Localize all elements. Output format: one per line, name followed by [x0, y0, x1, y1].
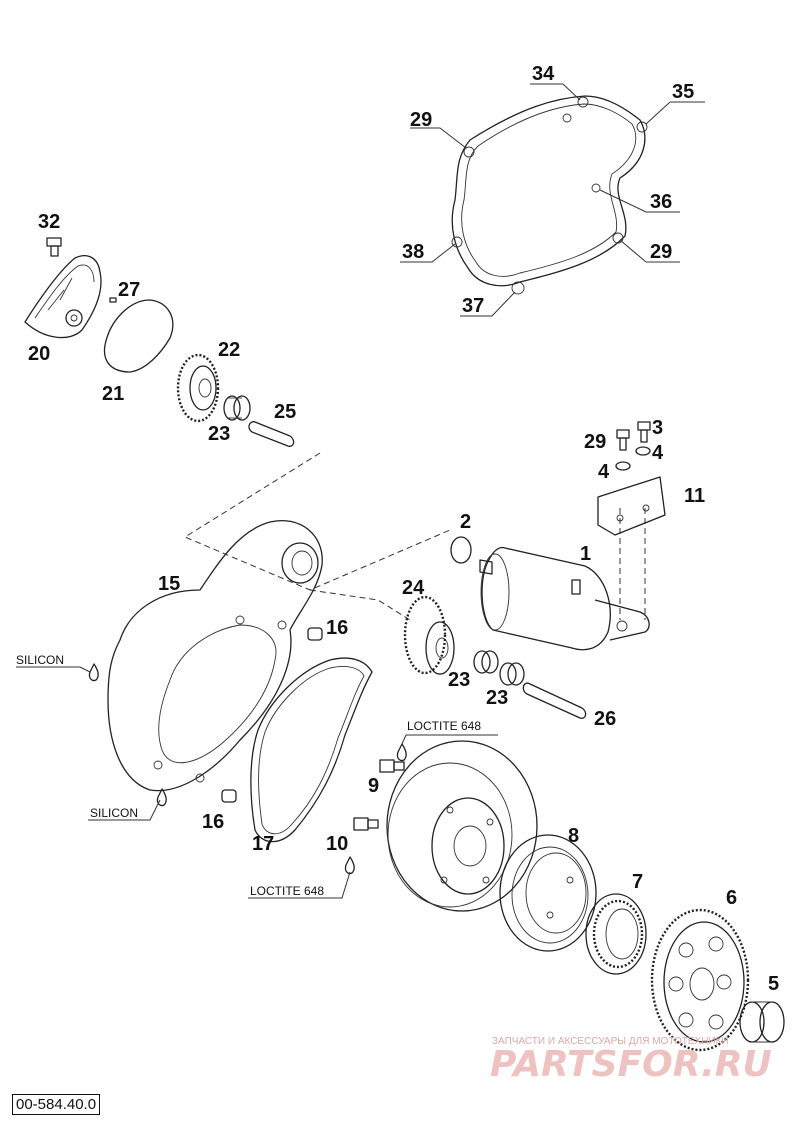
shaft-25: [248, 421, 295, 447]
screw-10: [353, 817, 379, 831]
callout-5: 5: [768, 973, 779, 995]
needle-bearing-23-right: [499, 662, 525, 686]
gear-24: [403, 595, 455, 675]
watermark: ЗАПЧАСТИ И АКСЕССУАРЫ ДЛЯ МОТОТЕХНИКИ PA…: [490, 1036, 772, 1085]
callout-37: 37: [462, 295, 484, 317]
washer-4-right: [635, 446, 651, 456]
bracket-11: [597, 476, 666, 536]
dowel-16-upper: [307, 627, 323, 641]
callout-7: 7: [632, 871, 643, 893]
callout-22: 22: [218, 339, 240, 361]
freewheel-housing-8: [499, 834, 597, 952]
note-silicon-top: SILICON: [16, 653, 64, 667]
o-ring-2: [450, 536, 472, 564]
sealant-drop-loctite-bottom: [344, 856, 355, 875]
freewheel-7: [585, 893, 647, 975]
callout-17: 17: [252, 833, 274, 855]
callout-21: 21: [102, 383, 124, 405]
callout-25: 25: [274, 401, 296, 423]
callout-32: 32: [38, 211, 60, 233]
note-loctite-top: LOCTITE 648: [407, 719, 481, 733]
callout-3: 3: [652, 417, 663, 439]
watermark-brand: PARTSFOR.RU: [490, 1044, 772, 1085]
dowel-16-lower: [221, 789, 237, 803]
needle-bearing-23-left: [473, 650, 499, 674]
assembly-lines: [183, 452, 646, 621]
callout-6: 6: [726, 887, 737, 909]
callout-1: 1: [580, 543, 591, 565]
screw-32: [46, 237, 62, 257]
sealant-drop-silicon-top: [88, 663, 99, 682]
callout-23-right: 23: [486, 687, 508, 709]
washer-4-left: [615, 461, 631, 471]
pin-27: [109, 297, 117, 303]
cover-gasket-upper: [451, 95, 648, 295]
callout-29-right: 29: [650, 241, 672, 263]
callout-27: 27: [118, 279, 140, 301]
needle-bearing-5: [739, 1001, 785, 1043]
gasket-17: [250, 657, 373, 843]
sealant-drop-loctite-top: [396, 743, 407, 762]
watermark-tagline: ЗАПЧАСТИ И АКСЕССУАРЫ ДЛЯ МОТОТЕХНИКИ: [492, 1036, 729, 1047]
assembly-notes: SILICON SILICON LOCTITE 648 LOCTITE 648: [16, 653, 481, 898]
screw-9: [379, 759, 405, 773]
note-loctite-bottom: LOCTITE 648: [250, 884, 324, 898]
drawing-code-label: 00-584.40.0: [12, 1094, 101, 1115]
flywheel-rotor: [386, 740, 538, 912]
shaft-26: [522, 682, 587, 719]
callout-36: 36: [650, 191, 672, 213]
note-silicon-bottom: SILICON: [90, 806, 138, 820]
needle-bearing-23-upper: [223, 395, 251, 421]
callout-10: 10: [326, 833, 348, 855]
callout-4-right: 4: [652, 442, 664, 464]
callout-11: 11: [684, 485, 705, 507]
callout-24: 24: [402, 577, 425, 599]
callout-34: 34: [532, 63, 555, 85]
screw-3: [637, 421, 651, 443]
callout-38: 38: [402, 241, 424, 263]
small-cover-20: [24, 255, 102, 339]
callout-15: 15: [158, 573, 180, 595]
ignition-cover-15: [107, 520, 323, 792]
screw-29-lower: [616, 429, 630, 451]
callout-9: 9: [368, 775, 379, 797]
callout-23-left: 23: [448, 669, 470, 691]
leader-lines: [16, 83, 705, 899]
starter-gear-6: [650, 908, 750, 1052]
callout-2: 2: [460, 511, 471, 533]
callout-23-upper: 23: [208, 423, 230, 445]
starter-motor-1: [479, 546, 650, 651]
callout-20: 20: [28, 343, 50, 365]
callout-35: 35: [672, 81, 694, 103]
callout-4-left: 4: [598, 461, 610, 483]
sealant-drop-silicon-bottom: [156, 788, 167, 807]
callout-16-lower: 16: [202, 811, 224, 833]
o-ring-21: [103, 299, 174, 373]
callout-labels: 34 35 29 36 29 38 37 32 27 20 22 21 25 2…: [28, 63, 779, 995]
callout-29-lower: 29: [584, 431, 606, 453]
callout-8: 8: [568, 825, 579, 847]
callout-26: 26: [594, 708, 616, 730]
callout-16-upper: 16: [326, 617, 348, 639]
callout-29-upper: 29: [410, 109, 432, 131]
gear-22: [176, 353, 220, 423]
